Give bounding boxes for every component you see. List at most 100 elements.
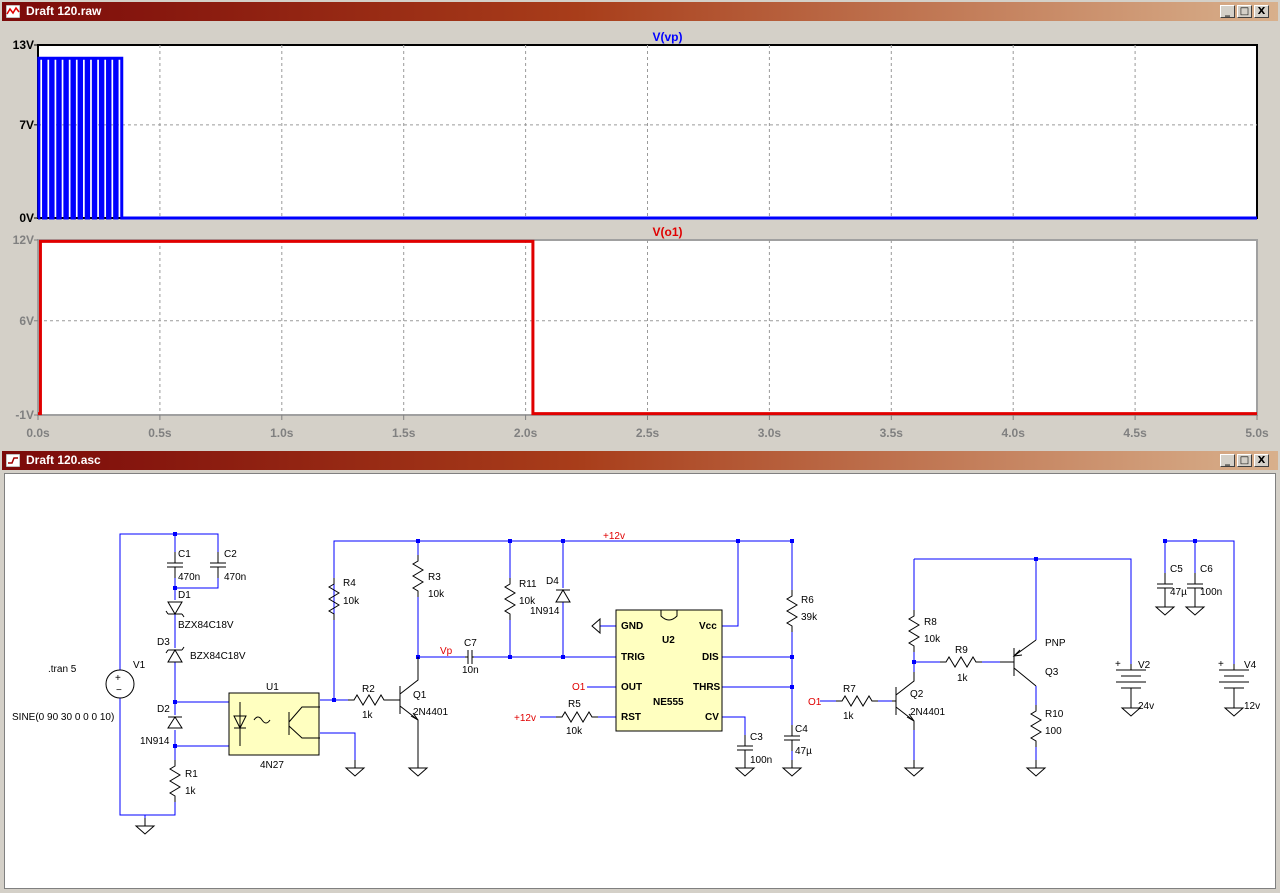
svg-text:R1: R1: [185, 769, 198, 780]
svg-text:R8: R8: [924, 617, 937, 628]
component-c7[interactable]: C7 10n: [462, 638, 479, 676]
x-tick-label: 4.0s: [1002, 426, 1026, 440]
close-button[interactable]: X: [1254, 454, 1269, 467]
trace-1: [38, 239, 1257, 416]
ground-symbol: [904, 759, 924, 777]
trace-0: [37, 56, 1257, 220]
component-r5[interactable]: R5 10k: [555, 699, 599, 737]
svg-text:12v: 12v: [1244, 701, 1260, 712]
svg-text:4N27: 4N27: [260, 760, 284, 771]
minimize-button[interactable]: _: [1220, 454, 1235, 467]
svg-text:DIS: DIS: [702, 652, 719, 663]
svg-text:R5: R5: [568, 699, 581, 710]
component-v2[interactable]: + V2 24v: [1115, 659, 1154, 712]
svg-text:10k: 10k: [343, 596, 360, 607]
component-q3[interactable]: PNP Q3: [1000, 638, 1066, 687]
svg-text:CV: CV: [705, 712, 719, 723]
component-c5[interactable]: C5 47µ: [1156, 564, 1187, 600]
component-u2[interactable]: GND Vcc TRIG DIS OUT THRS RST CV U2 NE55…: [615, 609, 723, 732]
svg-text:10n: 10n: [462, 665, 479, 676]
svg-text:10k: 10k: [428, 589, 445, 600]
svg-text:PNP: PNP: [1045, 638, 1066, 649]
net-label-o1: O1: [572, 682, 586, 693]
svg-text:R10: R10: [1045, 709, 1064, 720]
svg-text:39k: 39k: [801, 612, 818, 623]
svg-text:47µ: 47µ: [795, 746, 812, 757]
svg-text:NE555: NE555: [653, 697, 684, 708]
component-q2[interactable]: Q2 2N4401: [892, 672, 945, 730]
component-v1[interactable]: +− V1: [105, 660, 146, 699]
component-r1[interactable]: R1 1k: [169, 759, 198, 803]
x-tick-label: 1.5s: [392, 426, 416, 440]
waveform-icon: [6, 5, 20, 18]
svg-text:+: +: [115, 673, 121, 684]
y-tick-label: 0V: [19, 211, 34, 225]
component-d2[interactable]: D2 1N914: [140, 704, 183, 747]
source-spec: SINE(0 90 30 0 0 0 10): [12, 712, 114, 723]
schematic-canvas[interactable]: +− V1 .tran 5 SINE(0 90 30 0 0 0 10) C1 …: [4, 473, 1276, 889]
restore-button[interactable]: □: [1237, 5, 1252, 18]
component-r7[interactable]: R7 1k: [835, 684, 879, 722]
component-d3[interactable]: D3 BZX84C18V: [157, 637, 246, 663]
ground-symbol: [782, 759, 802, 777]
schematic-drawing[interactable]: +− V1 .tran 5 SINE(0 90 30 0 0 0 10) C1 …: [0, 474, 1270, 888]
svg-text:C5: C5: [1170, 564, 1183, 575]
svg-text:GND: GND: [621, 621, 643, 632]
y-tick-label: 6V: [19, 314, 34, 328]
svg-text:C7: C7: [464, 638, 477, 649]
svg-text:470n: 470n: [178, 572, 200, 583]
component-q1[interactable]: Q1 2N4401: [390, 657, 448, 760]
component-c6[interactable]: C6 100n: [1186, 564, 1222, 600]
component-c4[interactable]: C4 47µ: [783, 724, 812, 757]
plot-window-titlebar[interactable]: Draft 120.raw _ □ X: [2, 2, 1278, 21]
component-c1[interactable]: C1 470n: [166, 549, 200, 583]
component-d1[interactable]: D1 BZX84C18V: [165, 590, 234, 631]
component-r4[interactable]: R4 10k: [328, 577, 360, 621]
component-c3[interactable]: C3 100n: [736, 732, 772, 766]
svg-text:U1: U1: [266, 682, 279, 693]
component-r6[interactable]: R6 39k: [786, 589, 818, 633]
trace-title-0: V(vp): [653, 30, 683, 44]
svg-text:1k: 1k: [957, 673, 969, 684]
component-r10[interactable]: R10 100: [1030, 704, 1064, 748]
x-tick-label: 5.0s: [1245, 426, 1269, 440]
component-v4[interactable]: + V4 12v: [1218, 659, 1260, 712]
svg-text:−: −: [116, 685, 122, 696]
svg-text:1k: 1k: [362, 710, 374, 721]
svg-text:OUT: OUT: [621, 682, 642, 693]
component-r3[interactable]: R3 10k: [412, 554, 445, 600]
ground-symbol: [135, 817, 155, 835]
restore-button[interactable]: □: [1237, 454, 1252, 467]
y-tick-label: 12V: [13, 233, 34, 247]
minimize-button[interactable]: _: [1220, 5, 1235, 18]
close-button[interactable]: X: [1254, 5, 1269, 18]
schematic-window[interactable]: Draft 120.asc _ □ X: [0, 449, 1280, 893]
svg-text:R2: R2: [362, 684, 375, 695]
svg-text:V4: V4: [1244, 660, 1257, 671]
component-c2[interactable]: C2 470n: [209, 549, 246, 583]
ground-symbol: [1026, 759, 1046, 777]
schematic-window-titlebar[interactable]: Draft 120.asc _ □ X: [2, 451, 1278, 470]
net-label-supply: +12v: [603, 531, 625, 542]
component-d4[interactable]: D4 1N914: [530, 576, 571, 617]
x-tick-label: 1.0s: [270, 426, 294, 440]
component-r2[interactable]: R2 1k: [347, 684, 391, 721]
svg-text:RST: RST: [621, 712, 641, 723]
svg-text:D4: D4: [546, 576, 559, 587]
svg-text:TRIG: TRIG: [621, 652, 645, 663]
component-u1[interactable]: U1 4N27: [228, 682, 320, 771]
schematic-icon: [6, 454, 20, 467]
svg-text:2N4401: 2N4401: [910, 707, 945, 718]
ground-symbol: [1185, 598, 1205, 616]
y-tick-label: -1V: [15, 408, 34, 422]
svg-text:C6: C6: [1200, 564, 1213, 575]
component-r8[interactable]: R8 10k: [908, 609, 941, 653]
component-r11[interactable]: R11 10k: [504, 577, 537, 621]
x-tick-label: 3.0s: [758, 426, 782, 440]
svg-text:R9: R9: [955, 645, 968, 656]
component-r9[interactable]: R9 1k: [939, 645, 983, 684]
y-tick-label: 7V: [19, 118, 34, 132]
